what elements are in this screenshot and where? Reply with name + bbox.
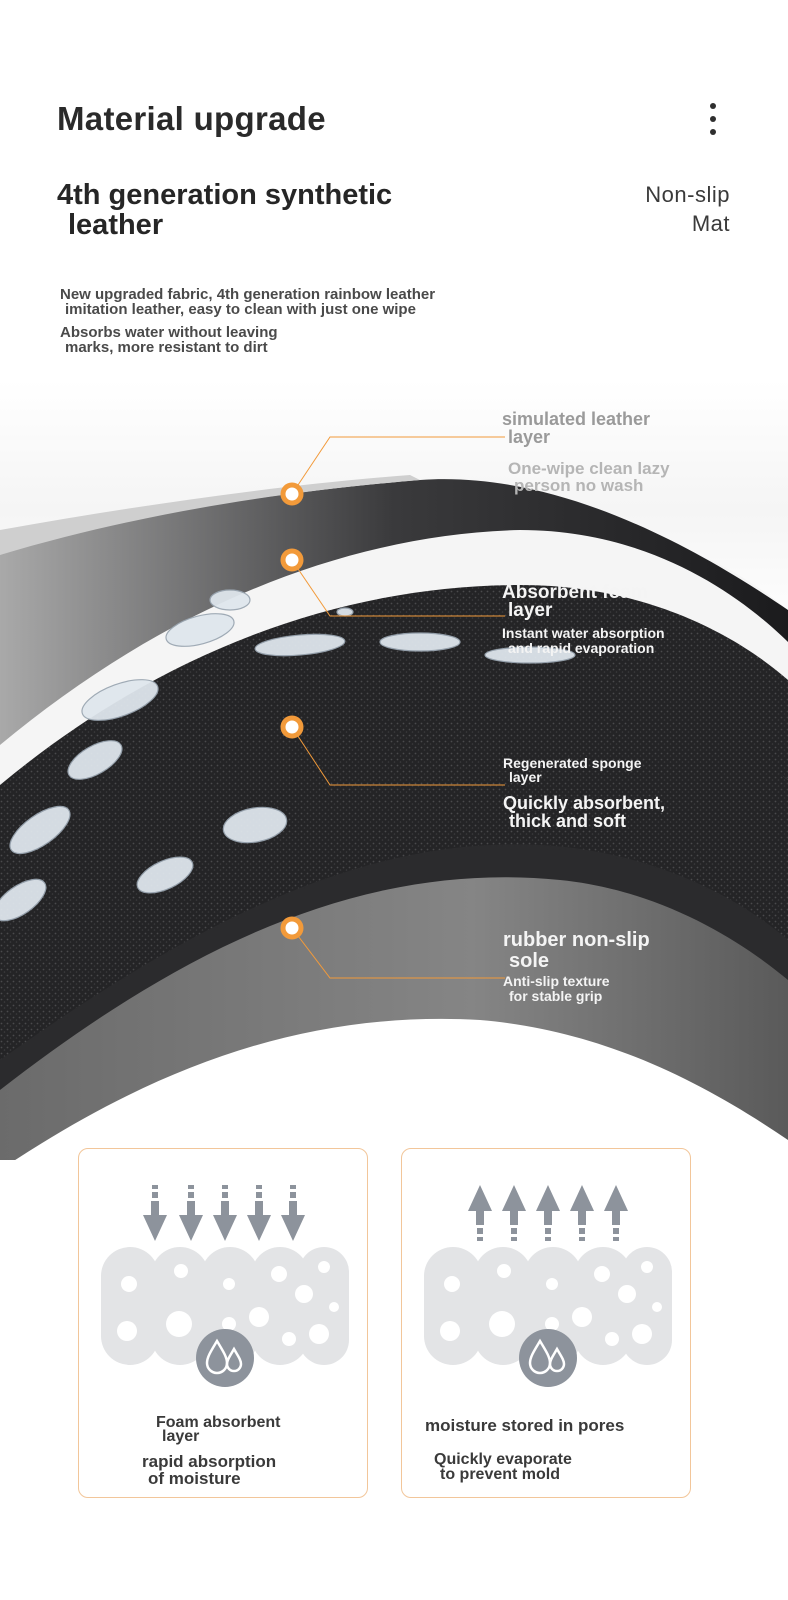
pore-structure <box>101 1247 349 1365</box>
page-title: Material upgrade <box>57 100 326 137</box>
product-subtitle: 4th generation synthetic leather <box>57 180 392 240</box>
layer-desc-line-1: Quickly absorbent, <box>503 793 666 813</box>
layer-desc-line-2: for stable grip <box>509 988 603 1004</box>
arrow-down-icon <box>143 1185 167 1241</box>
marker-dot <box>280 916 304 940</box>
evaporate-diagram <box>424 1185 672 1387</box>
layer-desc-line-1: Instant water absorption <box>502 625 665 641</box>
marker-dot <box>280 548 304 572</box>
marker-dot <box>280 482 304 506</box>
pore-holes <box>117 1261 339 1346</box>
subtitle-line-1: 4th generation synthetic <box>57 179 393 211</box>
absorb-diagram <box>101 1185 349 1387</box>
feature-card-evaporate: moisture stored in pores Quickly evapora… <box>401 1148 691 1498</box>
desc-1-line-2: imitation leather, easy to clean with ju… <box>65 301 416 318</box>
card-title-line-1: Foam absorbent <box>156 1414 281 1431</box>
subtitle-line-2: leather <box>68 209 164 241</box>
layer-title-line-1: simulated leather <box>502 409 651 429</box>
arrow-down-icon <box>179 1185 203 1241</box>
card-title: moisture stored in pores <box>425 1417 624 1434</box>
side-label-line-2: Mat <box>691 211 730 236</box>
mat-layers-illustration <box>0 380 788 1160</box>
card-desc-line-1: rapid absorption <box>142 1452 277 1471</box>
layer-desc-line-2: person no wash <box>514 476 644 495</box>
card-title: Foam absorbent layer <box>156 1414 281 1445</box>
pore-holes <box>440 1261 662 1346</box>
layer-title-line-2: layer <box>508 427 551 447</box>
rubber-sole-layer <box>0 867 788 1160</box>
separator-layer <box>0 519 788 785</box>
description-paragraph-2: Absorbs water without leaving marks, mor… <box>60 325 278 355</box>
arrow-down-icon <box>247 1185 271 1241</box>
desc-2-line-1: Absorbs water without leaving <box>60 324 278 341</box>
foam-layer <box>0 580 788 920</box>
card-title-line-1: moisture stored in pores <box>425 1416 625 1435</box>
layer-title-line-1: rubber non-slip <box>503 929 650 951</box>
layer-label-rubber: rubber non-slip sole Anti-slip texture f… <box>503 930 650 1004</box>
rubber-sole-edge <box>0 833 788 1090</box>
leather-layer <box>0 479 788 745</box>
more-options-icon[interactable] <box>708 103 718 137</box>
marker-dot <box>280 715 304 739</box>
layer-label-leather: simulated leather layer One-wipe clean l… <box>502 410 670 494</box>
layer-label-sponge: Regenerated sponge layer Quickly absorbe… <box>503 756 665 830</box>
arrow-up-icon <box>604 1185 628 1241</box>
arrow-up-icon <box>502 1185 526 1241</box>
feature-card-absorb: Foam absorbent layer rapid absorption of… <box>78 1148 368 1498</box>
water-drops-glyph <box>205 1338 243 1375</box>
layer-desc-line-1: One-wipe clean lazy <box>508 459 670 478</box>
non-slip-mat-label: Non-slip Mat <box>600 180 730 238</box>
arrow-up-icon <box>468 1185 492 1241</box>
card-title-line-2: layer <box>162 1428 200 1445</box>
sponge-layer <box>0 684 788 1060</box>
layer-title-line-2: sole <box>509 950 550 972</box>
layer-title-line-2: layer <box>509 769 542 785</box>
card-desc-line-2: of moisture <box>148 1469 241 1488</box>
layer-title-line-2: layer <box>508 600 553 621</box>
desc-2-line-2: marks, more resistant to dirt <box>65 339 268 356</box>
card-desc-line-1: Quickly evaporate <box>434 1451 572 1468</box>
layer-label-foam: Absorbent foam layer Instant water absor… <box>502 582 665 656</box>
arrow-down-icon <box>281 1185 305 1241</box>
layer-desc-line-2: thick and soft <box>509 811 627 831</box>
layer-desc-line-2: and rapid evaporation <box>508 640 655 656</box>
layer-title-line-1: Absorbent foam <box>502 582 648 603</box>
arrow-down-icon <box>213 1185 237 1241</box>
layer-markers <box>280 482 304 940</box>
layer-title-line-1: Regenerated sponge <box>503 755 642 771</box>
water-drops-glyph <box>528 1338 566 1375</box>
arrow-down-icon-group <box>143 1185 305 1241</box>
arrow-up-icon-group <box>468 1185 628 1241</box>
water-splash-group <box>0 589 576 922</box>
desc-1-line-1: New upgraded fabric, 4th generation rain… <box>60 286 436 303</box>
card-desc-line-2: to prevent mold <box>440 1466 561 1483</box>
leader-lines <box>291 436 505 979</box>
description-paragraph-1: New upgraded fabric, 4th generation rain… <box>60 287 435 317</box>
card-description: rapid absorption of moisture <box>142 1453 276 1487</box>
leather-highlight <box>0 475 420 555</box>
card-description: Quickly evaporate to prevent mold <box>434 1451 572 1483</box>
layer-desc-line-1: Anti-slip texture <box>503 973 610 989</box>
side-label-line-1: Non-slip <box>645 182 730 207</box>
arrow-up-icon <box>570 1185 594 1241</box>
arrow-up-icon <box>536 1185 560 1241</box>
